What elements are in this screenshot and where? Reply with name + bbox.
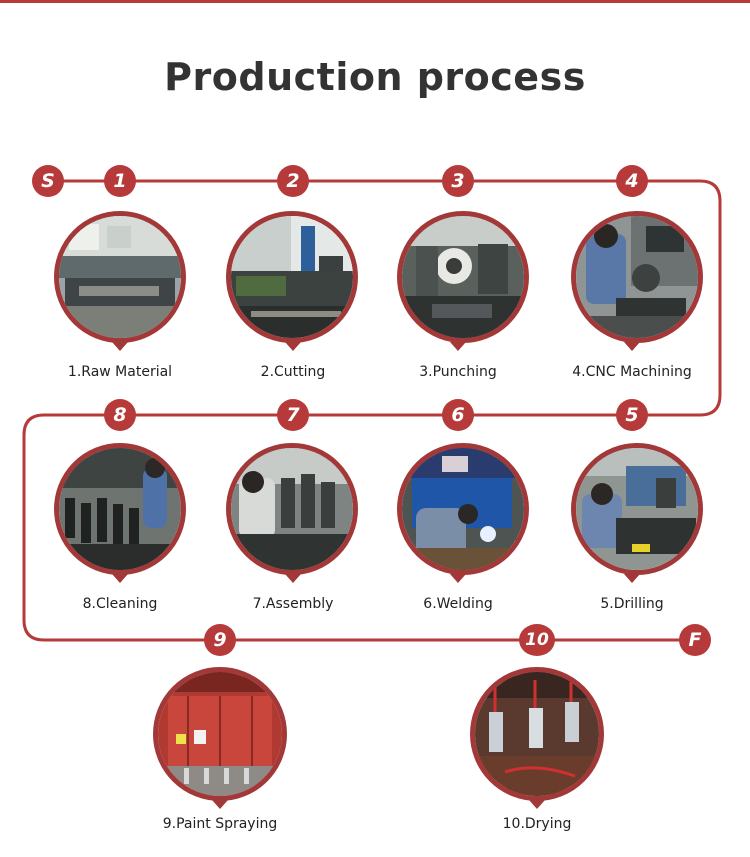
step-number-3: 3 <box>442 165 474 197</box>
step-photo-welding <box>397 443 529 575</box>
top-accent-bar <box>0 0 750 3</box>
step-label-assembly: 7.Assembly <box>252 596 334 612</box>
page-title: Production process <box>164 55 586 99</box>
step-number-4: 4 <box>616 165 648 197</box>
step-number-9: 9 <box>204 624 236 656</box>
step-pointer <box>529 800 545 809</box>
start-marker: S <box>32 165 64 197</box>
step-pointer <box>450 342 466 351</box>
step-pointer <box>285 342 301 351</box>
step-photo-cnc-machining <box>571 211 703 343</box>
step-pointer <box>285 574 301 583</box>
step-pointer <box>624 342 640 351</box>
step-pointer <box>112 574 128 583</box>
step-label-drilling: 5.Drilling <box>600 596 664 612</box>
step-photo-punching <box>397 211 529 343</box>
step-photo-cutting <box>226 211 358 343</box>
step-photo-assembly <box>226 443 358 575</box>
step-photo-raw-material <box>54 211 186 343</box>
step-label-welding: 6.Welding <box>423 596 493 612</box>
step-number-10: 10 <box>519 624 555 656</box>
step-number-6: 6 <box>442 399 474 431</box>
step-number-1: 1 <box>104 165 136 197</box>
step-photo-drilling <box>571 443 703 575</box>
step-photo-cleaning <box>54 443 186 575</box>
step-photo-drying <box>470 667 604 801</box>
step-label-drying: 10.Drying <box>502 816 572 832</box>
step-label-cleaning: 8.Cleaning <box>82 596 158 612</box>
step-number-5: 5 <box>616 399 648 431</box>
finish-marker: F <box>679 624 711 656</box>
step-label-raw-material: 1.Raw Material <box>67 364 173 380</box>
step-label-paint-spraying: 9.Paint Spraying <box>162 816 278 832</box>
step-pointer <box>112 342 128 351</box>
step-label-cnc-machining: 4.CNC Machining <box>572 364 692 380</box>
step-label-cutting: 2.Cutting <box>260 364 326 380</box>
step-pointer <box>450 574 466 583</box>
step-number-2: 2 <box>277 165 309 197</box>
step-number-8: 8 <box>104 399 136 431</box>
step-pointer <box>212 800 228 809</box>
step-photo-paint-spraying <box>153 667 287 801</box>
step-pointer <box>624 574 640 583</box>
step-number-7: 7 <box>277 399 309 431</box>
step-label-punching: 3.Punching <box>419 364 497 380</box>
